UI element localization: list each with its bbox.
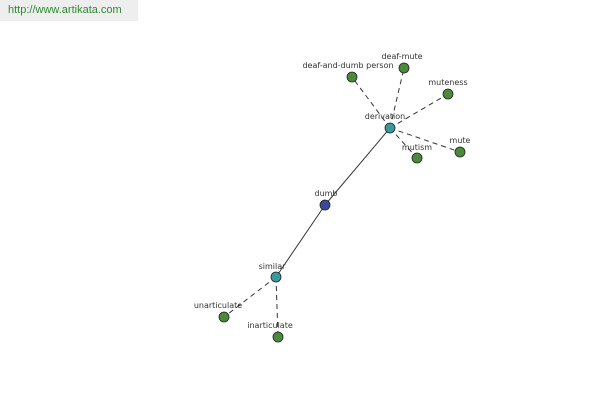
node-label-muteness: muteness	[428, 78, 467, 87]
node-dot-dumb[interactable]	[319, 199, 331, 211]
edge-dumb-derivation	[324, 127, 391, 206]
node-dumb[interactable]: dumb	[314, 189, 338, 211]
node-label-mute: mute	[450, 136, 471, 145]
node-label-mutism: mutism	[402, 143, 432, 152]
graph-nodes: dumb derivation similar deaf-and-dumb perso…	[194, 52, 471, 343]
edge-derivation-deaf-mute	[389, 67, 405, 129]
node-dot-inarticulate[interactable]	[272, 331, 284, 343]
edge-similar-unarticulate	[223, 276, 277, 318]
url-banner: http://www.artikata.com	[0, 0, 138, 21]
edge-derivation-muteness	[389, 93, 449, 129]
node-label-unarticulate: unarticulate	[194, 301, 242, 310]
graph-edges	[223, 67, 461, 338]
node-dot-similar[interactable]	[270, 271, 282, 283]
node-label-derivation: derivation	[365, 112, 405, 121]
edge-derivation-mute	[389, 127, 461, 153]
node-label-deaf-mute: deaf-mute	[381, 52, 422, 61]
edge-similar-inarticulate	[275, 276, 279, 338]
node-muteness[interactable]: muteness	[428, 78, 468, 100]
site-url-link[interactable]: http://www.artikata.com	[8, 4, 122, 16]
node-label-similar: similar	[259, 262, 287, 271]
node-label-dumb: dumb	[314, 189, 337, 198]
node-dot-deaf-mute[interactable]	[398, 62, 410, 74]
edge-dumb-similar	[275, 204, 326, 278]
node-deaf-and-dumb[interactable]: deaf-and-dumb person	[302, 61, 394, 83]
node-dot-mute[interactable]	[454, 146, 466, 158]
node-derivation[interactable]: derivation	[365, 112, 405, 134]
node-mutism[interactable]: mutism	[402, 143, 432, 164]
node-dot-muteness[interactable]	[442, 88, 454, 100]
node-dot-deaf-and-dumb[interactable]	[346, 71, 358, 83]
node-label-deaf-and-dumb: deaf-and-dumb person	[302, 61, 393, 70]
node-dot-derivation[interactable]	[384, 122, 396, 134]
edge-derivation-deaf-and-dumb	[351, 76, 391, 129]
node-inarticulate[interactable]: inarticulate	[247, 321, 293, 343]
node-mute[interactable]: mute	[450, 136, 471, 158]
node-unarticulate[interactable]: unarticulate	[194, 301, 242, 323]
node-dot-unarticulate[interactable]	[218, 311, 230, 323]
node-similar[interactable]: similar	[259, 262, 287, 283]
node-deaf-mute[interactable]: deaf-mute	[381, 52, 423, 74]
edge-derivation-mutism	[389, 127, 418, 159]
node-label-inarticulate: inarticulate	[247, 321, 293, 330]
node-dot-mutism[interactable]	[411, 152, 423, 164]
